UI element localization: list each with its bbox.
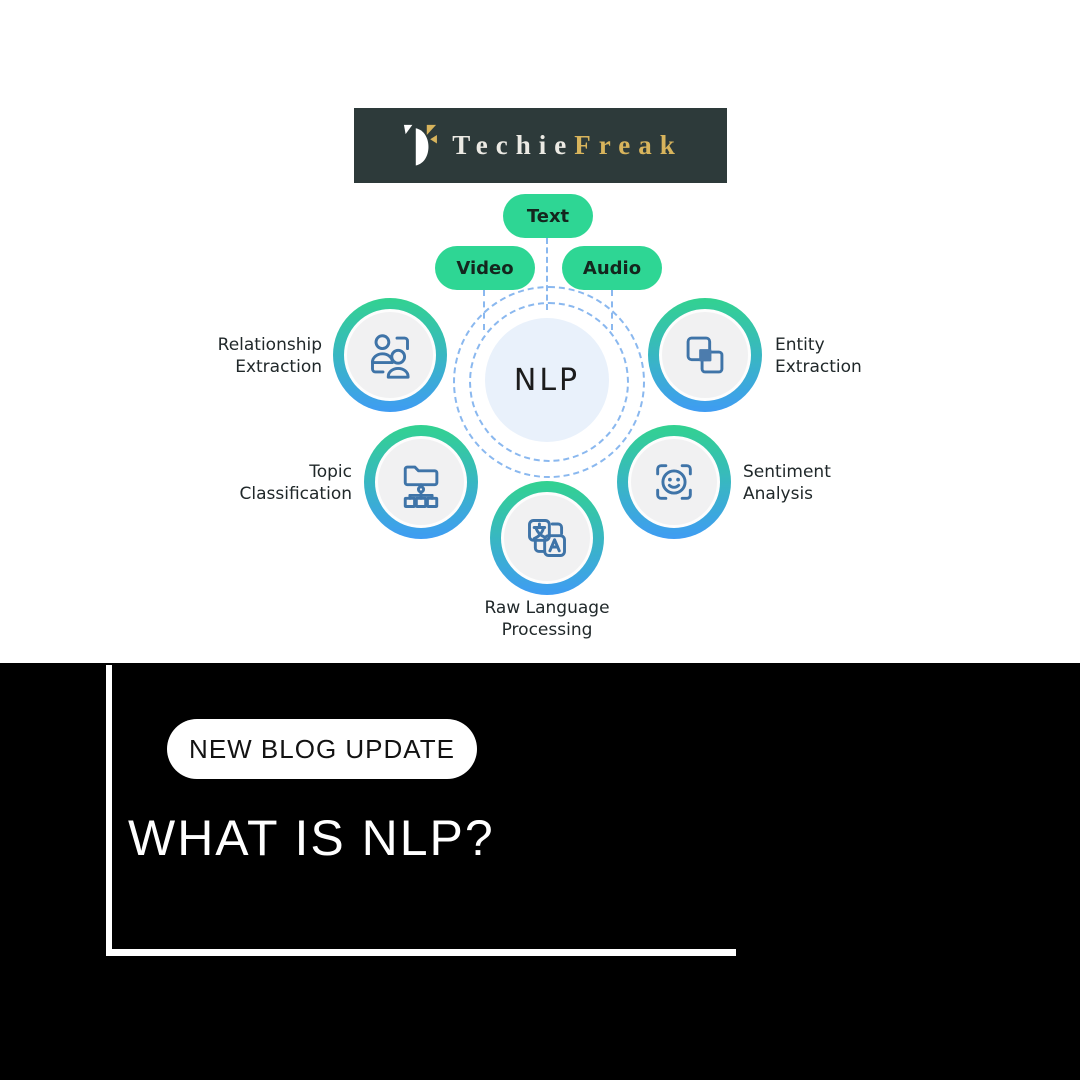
- connector-audio: [611, 290, 613, 330]
- new-blog-update-badge: NEW BLOG UPDATE: [167, 719, 477, 779]
- translate-language-icon: [528, 519, 566, 557]
- node-raw-language-processing: [490, 481, 604, 595]
- nlp-center-circle: NLP: [485, 318, 609, 442]
- label-entity-extraction: Entity Extraction: [775, 335, 862, 377]
- node-relationship-extraction: [333, 298, 447, 412]
- input-pill-video: Video: [435, 246, 535, 290]
- node-inner-circle: [659, 309, 751, 401]
- post-title: WHAT IS NLP?: [128, 810, 495, 866]
- techiefreak-logo-icon: [404, 124, 438, 165]
- node-sentiment-analysis: [617, 425, 731, 539]
- sentiment-face-scan-icon: [656, 464, 692, 500]
- label-topic-classification: Topic Classification: [239, 462, 352, 504]
- dashed-ring-inner: [469, 302, 629, 462]
- node-inner-circle: [628, 436, 720, 528]
- nlp-center-label: NLP: [513, 362, 581, 398]
- entity-overlap-squares-icon: [686, 336, 724, 374]
- logo-banner: TechieFreak: [354, 108, 727, 183]
- relationship-people-icon: [371, 334, 410, 379]
- topic-folder-tree-icon: [403, 465, 439, 508]
- label-sentiment-analysis: Sentiment Analysis: [743, 462, 831, 504]
- connector-text: [546, 238, 548, 310]
- dashed-ring-outer: [453, 286, 645, 478]
- node-inner-circle: [501, 492, 593, 584]
- node-topic-classification: [364, 425, 478, 539]
- label-raw-language-processing: Raw Language Processing: [484, 598, 610, 640]
- frame-line-horizontal: [106, 949, 736, 956]
- node-inner-circle: [375, 436, 467, 528]
- connector-video: [483, 290, 485, 330]
- node-inner-circle: [344, 309, 436, 401]
- node-entity-extraction: [648, 298, 762, 412]
- frame-line-vertical: [106, 665, 112, 956]
- bottom-banner: NEW BLOG UPDATE WHAT IS NLP?: [0, 663, 1080, 1080]
- input-pill-text: Text: [503, 194, 593, 238]
- brand-name-accent: Freak: [574, 130, 683, 160]
- label-relationship-extraction: Relationship Extraction: [217, 335, 322, 377]
- brand-name: TechieFreak: [452, 130, 683, 161]
- brand-name-primary: Techie: [452, 130, 575, 160]
- input-pill-audio: Audio: [562, 246, 662, 290]
